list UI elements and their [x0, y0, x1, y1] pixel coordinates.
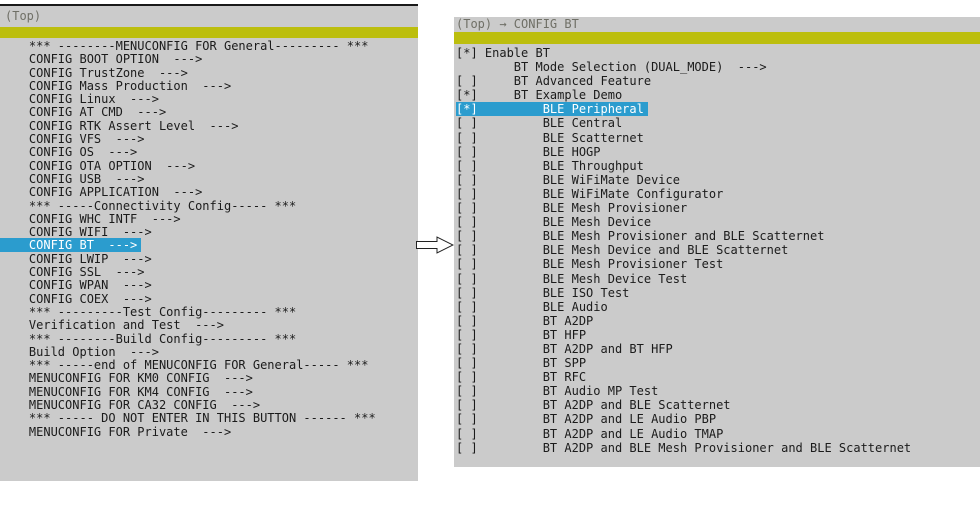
menu-item[interactable]: CONFIG WIFI --->	[0, 225, 152, 240]
menu-item[interactable]: CONFIG Linux --->	[0, 92, 159, 107]
menu-item[interactable]: CONFIG LWIP --->	[0, 251, 152, 266]
menu-item[interactable]: CONFIG RTK Assert Level --->	[0, 118, 239, 133]
menu-item[interactable]: CONFIG WPAN --->	[0, 278, 152, 293]
menu-item[interactable]: CONFIG AT CMD --->	[0, 105, 167, 120]
separator-bar	[0, 27, 418, 38]
menu-item[interactable]: [ ] BLE Audio	[456, 299, 608, 314]
menu-item[interactable]: [ ] BLE Mesh Device and BLE Scatternet	[456, 243, 789, 258]
menu-item[interactable]: [ ] BLE Scatternet	[456, 130, 644, 145]
menu-item[interactable]: [ ] BT A2DP and BLE Scatternet	[456, 398, 731, 413]
menu-item[interactable]: CONFIG SSL --->	[0, 265, 145, 280]
menu-item[interactable]: [ ] BT RFC	[456, 370, 587, 385]
separator-item: *** -----end of MENUCONFIG FOR General--…	[0, 358, 369, 373]
separator-item: *** ----- DO NOT ENTER IN THIS BUTTON --…	[0, 411, 376, 426]
menu-item[interactable]: [ ] BT A2DP and BLE Mesh Provisioner and…	[456, 440, 912, 455]
menu-item[interactable]: [ ] BLE Mesh Device Test	[456, 271, 688, 286]
menu-item[interactable]: [ ] BLE Mesh Provisioner Test	[456, 257, 724, 272]
menu-item[interactable]: CONFIG WHC INTF --->	[0, 211, 181, 226]
menu-item[interactable]: MENUCONFIG FOR KM0 CONFIG --->	[0, 371, 253, 386]
menu-item[interactable]: [ ] BLE Central	[456, 116, 623, 131]
menu-item[interactable]: [ ] BLE Mesh Provisioner and BLE Scatter…	[456, 229, 825, 244]
menu-item[interactable]: [*] Enable BT	[456, 46, 550, 60]
menu-item[interactable]: MENUCONFIG FOR CA32 CONFIG --->	[0, 398, 261, 413]
menu-item[interactable]: [*] BLE Peripheral	[456, 102, 980, 117]
menu-item[interactable]: CONFIG OTA OPTION --->	[0, 158, 196, 173]
menu-item[interactable]: [ ] BLE Mesh Provisioner	[456, 201, 688, 216]
menu-item[interactable]: [ ] BT HFP	[456, 327, 587, 342]
menu-list: *** --------MENUCONFIG FOR General------…	[0, 38, 418, 439]
menu-item[interactable]: Verification and Test --->	[0, 318, 224, 333]
separator-item: *** --------Build Config--------- ***	[0, 331, 297, 346]
separator-item: *** -----Connectivity Config----- ***	[0, 198, 297, 213]
menu-item[interactable]: [ ] BT A2DP and LE Audio PBP	[456, 412, 717, 427]
flow-arrow-icon	[416, 236, 454, 254]
menu-item[interactable]: CONFIG APPLICATION --->	[0, 185, 203, 200]
breadcrumb: (Top)	[5, 9, 42, 23]
menu-item[interactable]: [ ] BT A2DP and LE Audio TMAP	[456, 426, 724, 441]
menu-item[interactable]: [ ] BLE Throughput	[456, 158, 644, 173]
menu-item[interactable]: MENUCONFIG FOR KM4 CONFIG --->	[0, 384, 253, 399]
separator-item: *** ---------Test Config--------- ***	[0, 304, 297, 319]
menu-item[interactable]: [ ] BLE HOGP	[456, 144, 601, 159]
menuconfig-panel-general: (Top) *** --------MENUCONFIG FOR General…	[0, 4, 418, 481]
menu-item[interactable]: [ ] BLE Mesh Device	[456, 215, 652, 230]
menu-item[interactable]: CONFIG BOOT OPTION --->	[0, 52, 203, 67]
menu-item[interactable]: MENUCONFIG FOR Private --->	[0, 424, 232, 439]
separator-item: *** --------MENUCONFIG FOR General------…	[0, 39, 369, 53]
menu-item[interactable]: [ ] BT SPP	[456, 356, 587, 371]
menu-item[interactable]: [ ] BT A2DP and BT HFP	[456, 341, 673, 356]
menu-item[interactable]: [ ] BT Audio MP Test	[456, 384, 659, 399]
menu-item[interactable]: CONFIG BT --->	[0, 238, 418, 253]
menu-item[interactable]: [ ] BT A2DP	[456, 313, 594, 328]
menu-list: [*] Enable BT BT Mode Selection (DUAL_MO…	[454, 44, 980, 455]
menu-item[interactable]: CONFIG TrustZone --->	[0, 65, 188, 80]
menu-item[interactable]: [ ] BLE WiFiMate Device	[456, 172, 680, 187]
menu-item[interactable]: BT Mode Selection (DUAL_MODE) --->	[456, 60, 767, 75]
menu-item[interactable]: [ ] BT Advanced Feature	[456, 74, 652, 89]
breadcrumb: (Top) → CONFIG BT	[456, 17, 579, 31]
menu-item[interactable]: CONFIG OS --->	[0, 145, 138, 160]
separator-bar	[454, 32, 980, 44]
menu-item[interactable]: CONFIG COEX --->	[0, 291, 152, 306]
menu-item[interactable]: CONFIG USB --->	[0, 171, 145, 186]
menuconfig-panel-config-bt: (Top) → CONFIG BT [*] Enable BT BT Mode …	[454, 17, 980, 467]
menu-item[interactable]: [ ] BLE ISO Test	[456, 285, 630, 300]
menu-item[interactable]: CONFIG VFS --->	[0, 132, 145, 147]
menu-item[interactable]: Build Option --->	[0, 344, 159, 359]
menu-item[interactable]: [ ] BLE WiFiMate Configurator	[456, 186, 724, 201]
menu-item[interactable]: CONFIG Mass Production --->	[0, 78, 232, 93]
menu-item[interactable]: [*] BT Example Demo	[456, 88, 623, 103]
